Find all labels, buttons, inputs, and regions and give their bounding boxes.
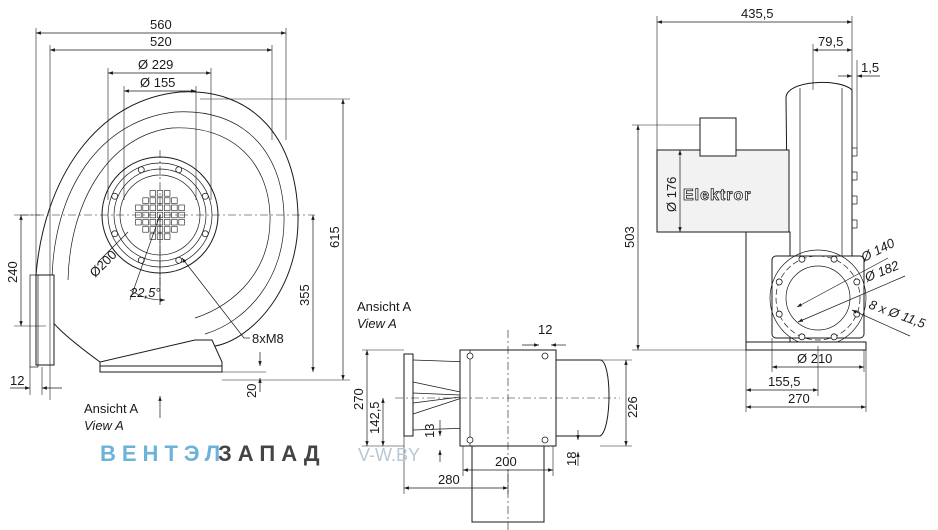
grid-hole <box>149 197 156 204</box>
dim-bolts: 8xM8 <box>252 331 284 346</box>
grid-hole <box>164 233 171 240</box>
bolt-hole <box>111 230 119 238</box>
bolt-hole <box>175 256 183 264</box>
side-view: Elektror 435,5 79,5 1,5 Ø 176 503 <box>622 6 928 412</box>
dim-18: 18 <box>564 452 579 466</box>
dim-dia-176: Ø 176 <box>664 177 679 212</box>
dim-240: 240 <box>5 261 20 283</box>
dim-280: 280 <box>438 472 460 487</box>
bolt-hole <box>111 192 119 200</box>
grid-hole <box>171 197 178 204</box>
dim-270-side: 270 <box>788 391 810 406</box>
watermark: ВЕНТЭЛ ЗАПАД V-W.BY <box>100 441 420 466</box>
dim-1-5: 1,5 <box>861 60 879 75</box>
outlet-hole <box>775 278 783 286</box>
dim-142-5: 142,5 <box>367 401 382 434</box>
grid-hole <box>149 226 156 233</box>
grid-hole <box>142 197 149 204</box>
dim-560: 560 <box>150 17 172 32</box>
bolt-holes <box>111 166 209 264</box>
outlet-inner <box>785 265 851 331</box>
view-a-title: Ansicht A <box>357 299 412 314</box>
outlet-hole <box>798 333 806 341</box>
view-a-label-en: View A <box>84 418 124 433</box>
brand-label: Elektror <box>683 187 751 204</box>
grid-hole <box>164 204 171 211</box>
watermark-part3: V-W.BY <box>358 445 420 465</box>
grid-hole <box>142 219 149 226</box>
grid-hole <box>164 197 171 204</box>
grid-hole <box>142 204 149 211</box>
front-view: 560 520 Ø 229 Ø 155 615 355 240 Ø200 <box>5 17 350 433</box>
scroll-inner-line <box>51 111 285 335</box>
outlet-flange-square <box>771 255 865 339</box>
grid-hole <box>142 226 149 233</box>
dim-bolt-angle: 22,5° <box>129 285 161 300</box>
grid-hole <box>135 219 142 226</box>
dim-155-5: 155,5 <box>768 374 801 389</box>
grid-hole <box>135 204 142 211</box>
dim-503: 503 <box>622 226 637 248</box>
bolt-hole <box>201 192 209 200</box>
dim-435-5: 435,5 <box>741 6 774 21</box>
outlet-hole <box>798 255 806 263</box>
dim-12-viewa: 12 <box>538 322 552 337</box>
outlet-duct <box>35 274 55 366</box>
outlet-flange <box>29 274 39 368</box>
dim-dia-155: Ø 155 <box>140 75 175 90</box>
dim-200: 200 <box>495 454 517 469</box>
grid-hole <box>149 219 156 226</box>
dim-20: 20 <box>244 384 259 398</box>
grid-hole <box>171 226 178 233</box>
bolt-hole <box>175 166 183 174</box>
grid-hole <box>149 204 156 211</box>
bolt-hole <box>201 230 209 238</box>
grid-hole <box>149 190 156 197</box>
outlet-bolt-circle <box>775 255 861 341</box>
grid-hole <box>164 190 171 197</box>
dim-dia-229: Ø 229 <box>138 57 173 72</box>
bolt-hole <box>137 166 145 174</box>
dim-dia-210: Ø 210 <box>797 351 832 366</box>
grid-hole <box>178 219 185 226</box>
dim-355: 355 <box>297 284 312 306</box>
view-a-title-en: View A <box>357 316 397 331</box>
watermark-part2: ЗАПАД <box>218 441 326 466</box>
dim-270-viewa: 270 <box>351 388 366 410</box>
side-ribs <box>851 147 858 229</box>
grid-hole <box>178 204 185 211</box>
grid-hole <box>171 219 178 226</box>
dim-13: 13 <box>422 424 437 438</box>
dim-12-front: 12 <box>10 373 24 388</box>
outlet-hole <box>853 278 861 286</box>
view-a-label: Ansicht A <box>84 401 139 416</box>
outlet-hole <box>830 333 838 341</box>
dim-226: 226 <box>625 396 640 418</box>
base-support <box>99 339 223 373</box>
side-inlet-box <box>699 117 737 157</box>
view-a: Ansicht A View A 12 270 142,5 <box>351 299 640 530</box>
side-base <box>745 341 867 351</box>
watermark-part1: ВЕНТЭЛ <box>100 441 226 466</box>
dim-outlet-holes: 8 x Ø 11,5 <box>867 297 928 332</box>
scroll-inner-line-2 <box>67 127 271 319</box>
dim-79-5: 79,5 <box>818 34 843 49</box>
grid-hole <box>149 233 156 240</box>
grid-hole <box>164 219 171 226</box>
dim-615: 615 <box>327 226 342 248</box>
outlet-hole <box>775 310 783 318</box>
dim-520: 520 <box>150 34 172 49</box>
outlet-hole <box>830 255 838 263</box>
flange-plate <box>403 353 414 437</box>
grid-hole <box>164 226 171 233</box>
grid-hole <box>171 204 178 211</box>
